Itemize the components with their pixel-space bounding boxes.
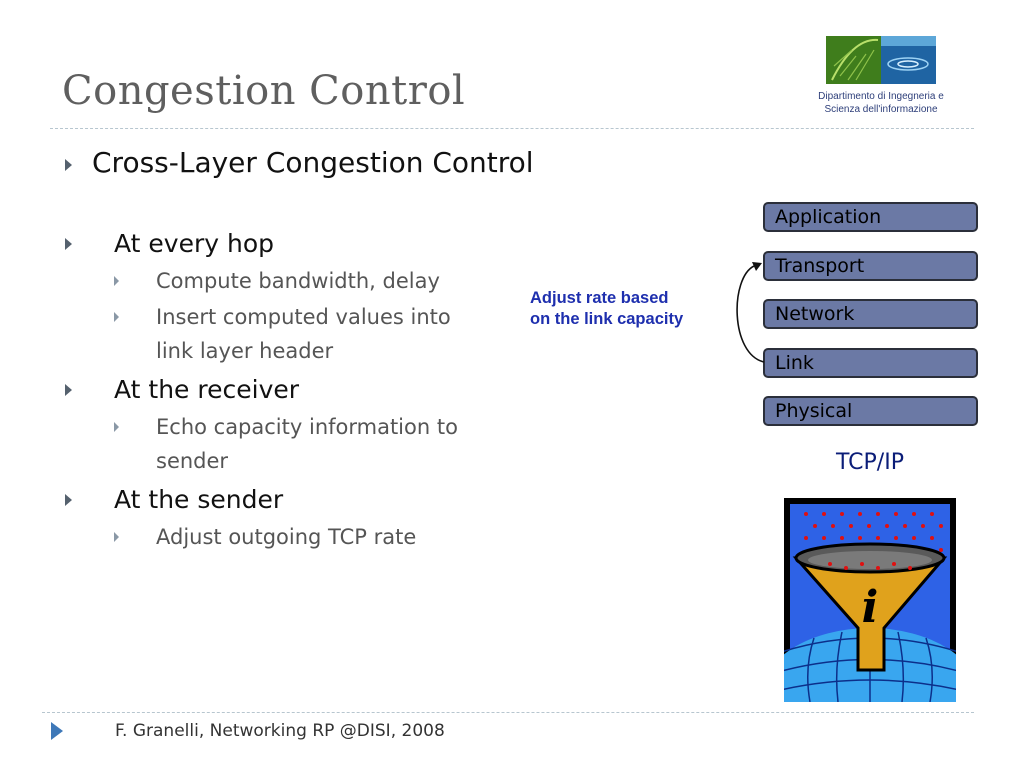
particle-dot xyxy=(840,536,844,540)
particle-dot xyxy=(858,536,862,540)
sub-bullet-arrow-icon xyxy=(114,532,119,542)
particle-dot xyxy=(894,512,898,516)
sub-bullet-text: Adjust outgoing TCP rate xyxy=(156,525,417,549)
footer-text: F. Granelli, Networking RP @DISI, 2008 xyxy=(115,721,445,741)
particle-dot xyxy=(840,512,844,516)
particle-dot xyxy=(894,536,898,540)
bullet-item: At every hop xyxy=(62,226,512,262)
bullet-arrow-icon xyxy=(65,238,72,250)
layer-application: Application xyxy=(763,202,978,232)
particle-dot xyxy=(903,524,907,528)
info-funnel-icon: i xyxy=(784,498,956,702)
sub-bullet-arrow-icon xyxy=(114,312,119,322)
sub-bullet-item: Echo capacity information to sender xyxy=(62,410,466,478)
sub-bullet-arrow-icon xyxy=(114,422,119,432)
sub-bullet-item: Adjust outgoing TCP rate xyxy=(62,520,512,554)
layer-transport: Transport xyxy=(763,251,978,281)
particle-dot xyxy=(912,512,916,516)
particle-dot xyxy=(844,566,848,570)
layer-link: Link xyxy=(763,348,978,378)
particle-dot xyxy=(813,524,817,528)
sub-bullet-text: Compute bandwidth, delay xyxy=(156,269,440,293)
particle-dot xyxy=(804,536,808,540)
particle-dot xyxy=(930,536,934,540)
particle-dot xyxy=(939,524,943,528)
sub-bullet-text: Insert computed values into link layer h… xyxy=(156,305,451,363)
particle-dot xyxy=(921,524,925,528)
particle-dot xyxy=(858,512,862,516)
annotation-line1: Adjust rate based xyxy=(530,289,669,307)
annotation-line2: on the link capacity xyxy=(530,310,684,328)
particle-dot xyxy=(908,566,912,570)
particle-dot xyxy=(876,536,880,540)
bullet-item: At the sender xyxy=(62,482,512,518)
department-name-line2: Scienza dell'informazione xyxy=(824,104,938,115)
particle-dot xyxy=(892,562,896,566)
particle-dot xyxy=(831,524,835,528)
bottom-divider xyxy=(42,712,974,713)
layer-physical: Physical xyxy=(763,396,978,426)
particle-dot xyxy=(828,562,832,566)
stack-caption: TCP/IP xyxy=(836,450,904,475)
particle-dot xyxy=(876,512,880,516)
footer-arrow-icon xyxy=(51,722,63,740)
sub-bullet-item: Insert computed values into link layer h… xyxy=(62,300,456,368)
particle-dot xyxy=(860,562,864,566)
heading-text: Cross-Layer Congestion Control xyxy=(92,146,534,179)
svg-text:i: i xyxy=(862,582,879,633)
particle-dot xyxy=(912,536,916,540)
bullet-text: At the receiver xyxy=(114,375,300,404)
department-name-line1: Dipartimento di Ingegneria e xyxy=(818,91,944,102)
sub-bullet-item: Compute bandwidth, delay xyxy=(62,264,512,298)
slide-title: Congestion Control xyxy=(62,68,466,114)
department-logo xyxy=(826,36,936,84)
bullet-text: At every hop xyxy=(114,229,274,258)
bullet-list: At every hop Compute bandwidth, delay In… xyxy=(62,226,512,554)
top-divider xyxy=(50,128,974,129)
particle-dot xyxy=(939,548,943,552)
particle-dot xyxy=(867,524,871,528)
sub-bullet-arrow-icon xyxy=(114,276,119,286)
sub-bullet-text: Echo capacity information to sender xyxy=(156,415,458,473)
bullet-text: At the sender xyxy=(114,485,284,514)
feedback-arrow xyxy=(736,262,765,363)
rate-annotation: Adjust rate based on the link capacity xyxy=(530,288,730,330)
bullet-arrow-icon xyxy=(65,159,72,171)
slide-heading: Cross-Layer Congestion Control xyxy=(65,146,534,179)
particle-dot xyxy=(876,566,880,570)
particle-dot xyxy=(822,536,826,540)
particle-dot xyxy=(804,512,808,516)
bullet-arrow-icon xyxy=(65,494,72,506)
bullet-item: At the receiver xyxy=(62,372,512,408)
department-name: Dipartimento di Ingegneria e Scienza del… xyxy=(790,90,972,116)
particle-dot xyxy=(822,512,826,516)
bullet-arrow-icon xyxy=(65,384,72,396)
particle-dot xyxy=(885,524,889,528)
layer-network: Network xyxy=(763,299,978,329)
particle-dot xyxy=(930,512,934,516)
particle-dot xyxy=(849,524,853,528)
